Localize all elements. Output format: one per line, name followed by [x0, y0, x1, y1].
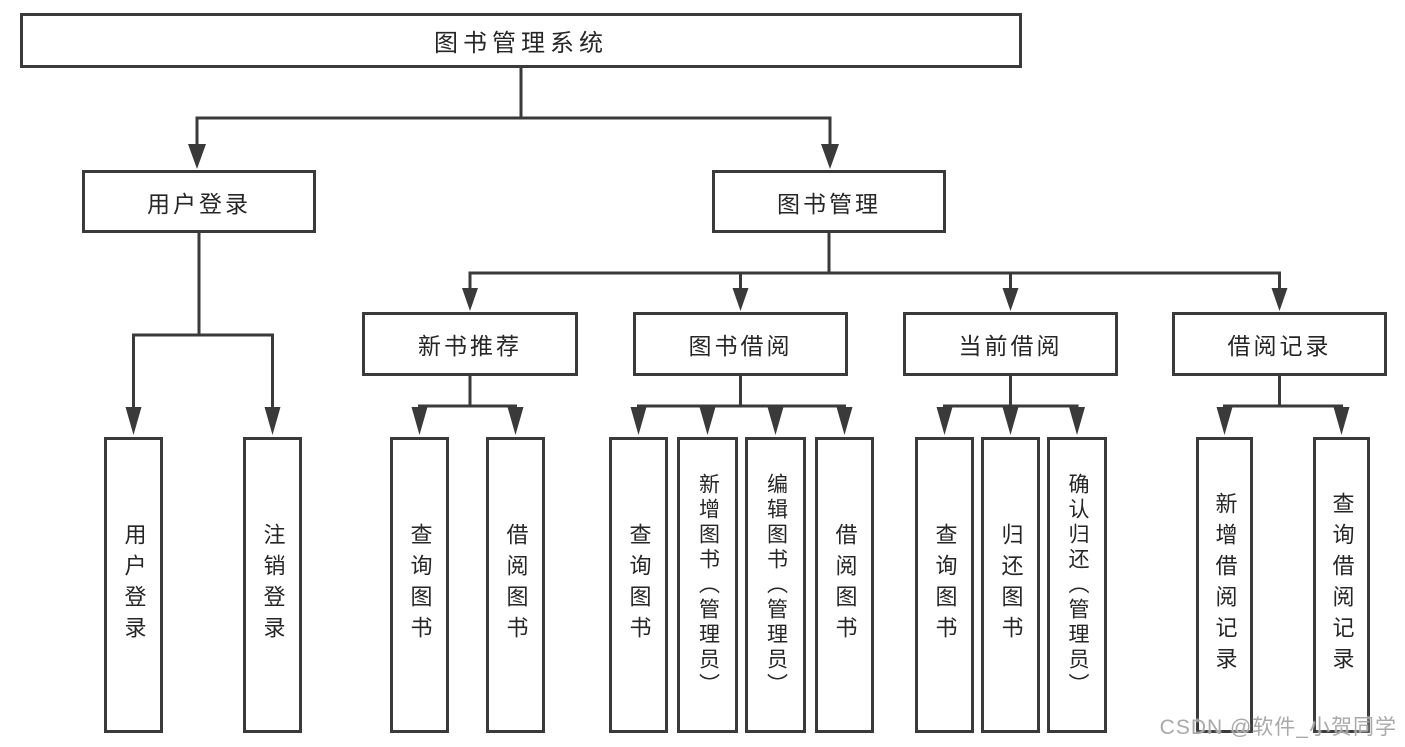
node-label: 图书管理 [777, 190, 881, 217]
node-book-borrowing: 图书借阅 [633, 312, 848, 376]
leaf-borrow-book-recommend: 借阅图书 [486, 437, 545, 733]
leaf-edit-book-admin: 编辑图书（管理员） [745, 437, 806, 733]
leaf-label: 查询图书 [932, 523, 958, 647]
node-label: 用户登录 [147, 190, 251, 217]
leaf-query-book-current: 查询图书 [915, 437, 974, 733]
leaf-add-book-admin: 新增图书（管理员） [677, 437, 738, 733]
leaf-label: 借阅图书 [503, 523, 529, 647]
node-current-borrowing: 当前借阅 [903, 312, 1118, 376]
leaf-label: 归还图书 [998, 523, 1024, 647]
leaf-confirm-return-admin: 确认归还（管理员） [1047, 437, 1107, 733]
leaf-label: 确认归还（管理员） [1066, 472, 1089, 698]
node-label: 图书借阅 [688, 333, 793, 359]
node-label: 借阅记录 [1227, 333, 1332, 359]
leaf-label: 查询图书 [407, 523, 433, 647]
leaf-label: 用户登录 [121, 523, 147, 647]
csdn-watermark: CSDN @软件_小贺同学 [1159, 716, 1397, 739]
leaf-logout: 注销登录 [243, 437, 302, 733]
leaf-user-login: 用户登录 [104, 437, 163, 733]
leaf-return-book: 归还图书 [981, 437, 1040, 733]
leaf-label: 借阅图书 [832, 523, 858, 647]
leaf-label: 新增借阅记录 [1212, 492, 1238, 678]
leaf-query-borrow-record: 查询借阅记录 [1313, 437, 1370, 733]
node-label: 图书管理系统 [434, 30, 608, 57]
node-label: 新书推荐 [418, 333, 522, 359]
node-borrowing-records: 借阅记录 [1172, 312, 1387, 376]
leaf-query-book-borrowing: 查询图书 [609, 437, 668, 733]
node-new-book-recommend: 新书推荐 [362, 312, 578, 376]
leaf-label: 新增图书（管理员） [696, 472, 720, 698]
leaf-add-borrow-record: 新增借阅记录 [1196, 437, 1253, 733]
node-library-management-system: 图书管理系统 [20, 13, 1022, 68]
leaf-borrow-book-borrowing: 借阅图书 [815, 437, 874, 733]
node-label: 当前借阅 [958, 333, 1063, 359]
leaf-query-book-recommend: 查询图书 [390, 437, 449, 733]
leaf-label: 查询借阅记录 [1329, 492, 1355, 678]
leaf-label: 编辑图书（管理员） [764, 472, 788, 698]
node-book-management: 图书管理 [712, 170, 946, 233]
node-user-login: 用户登录 [82, 170, 316, 233]
leaf-label: 查询图书 [626, 523, 652, 647]
leaf-label: 注销登录 [260, 523, 286, 647]
